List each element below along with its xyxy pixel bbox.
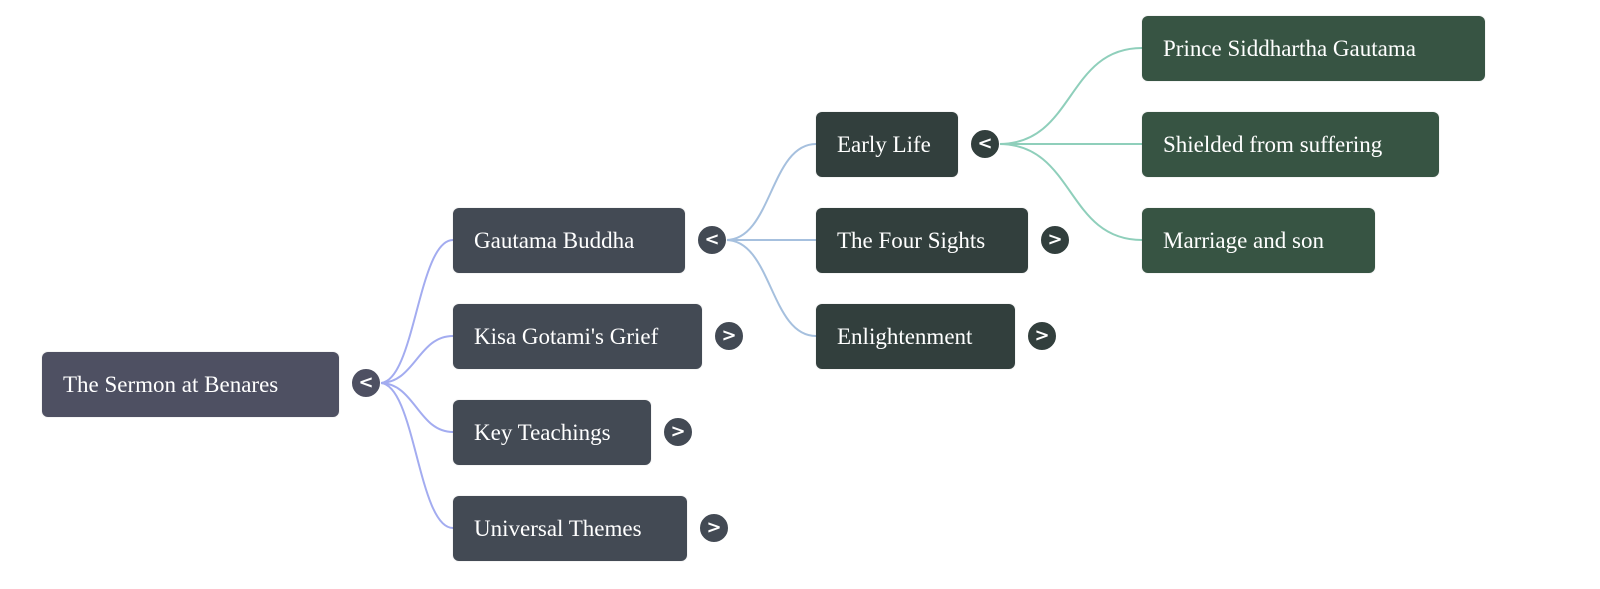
link-root-teachings bbox=[379, 382, 454, 433]
expand-toggle-universal-themes[interactable]: > bbox=[699, 513, 729, 543]
collapse-toggle-gautama-buddha[interactable]: < bbox=[697, 225, 727, 255]
link-root-themes bbox=[379, 382, 454, 529]
node-kisa-gotami-grief[interactable]: Kisa Gotami's Grief bbox=[453, 304, 702, 369]
link-gautama-early bbox=[725, 143, 817, 241]
node-enlightenment[interactable]: Enlightenment bbox=[816, 304, 1015, 369]
expand-toggle-enlightenment[interactable]: > bbox=[1027, 321, 1057, 351]
node-four-sights[interactable]: The Four Sights bbox=[816, 208, 1028, 273]
node-root[interactable]: The Sermon at Benares bbox=[42, 352, 339, 417]
node-key-teachings[interactable]: Key Teachings bbox=[453, 400, 651, 465]
link-root-gautama bbox=[379, 239, 454, 384]
expand-toggle-kisa-gotami-grief[interactable]: > bbox=[714, 321, 744, 351]
node-shielded-from-suffering[interactable]: Shielded from suffering bbox=[1142, 112, 1439, 177]
link-gautama-enlight bbox=[725, 239, 817, 337]
node-gautama-buddha[interactable]: Gautama Buddha bbox=[453, 208, 685, 273]
node-marriage-and-son[interactable]: Marriage and son bbox=[1142, 208, 1375, 273]
link-early-marriage bbox=[998, 143, 1143, 241]
collapse-toggle-root[interactable]: < bbox=[351, 368, 381, 398]
node-prince-siddhartha[interactable]: Prince Siddhartha Gautama bbox=[1142, 16, 1485, 81]
expand-toggle-key-teachings[interactable]: > bbox=[663, 417, 693, 447]
link-early-prince bbox=[998, 47, 1143, 145]
link-root-kisa bbox=[379, 335, 454, 384]
collapse-toggle-early-life[interactable]: < bbox=[970, 129, 1000, 159]
node-universal-themes[interactable]: Universal Themes bbox=[453, 496, 687, 561]
expand-toggle-four-sights[interactable]: > bbox=[1040, 225, 1070, 255]
node-early-life[interactable]: Early Life bbox=[816, 112, 958, 177]
